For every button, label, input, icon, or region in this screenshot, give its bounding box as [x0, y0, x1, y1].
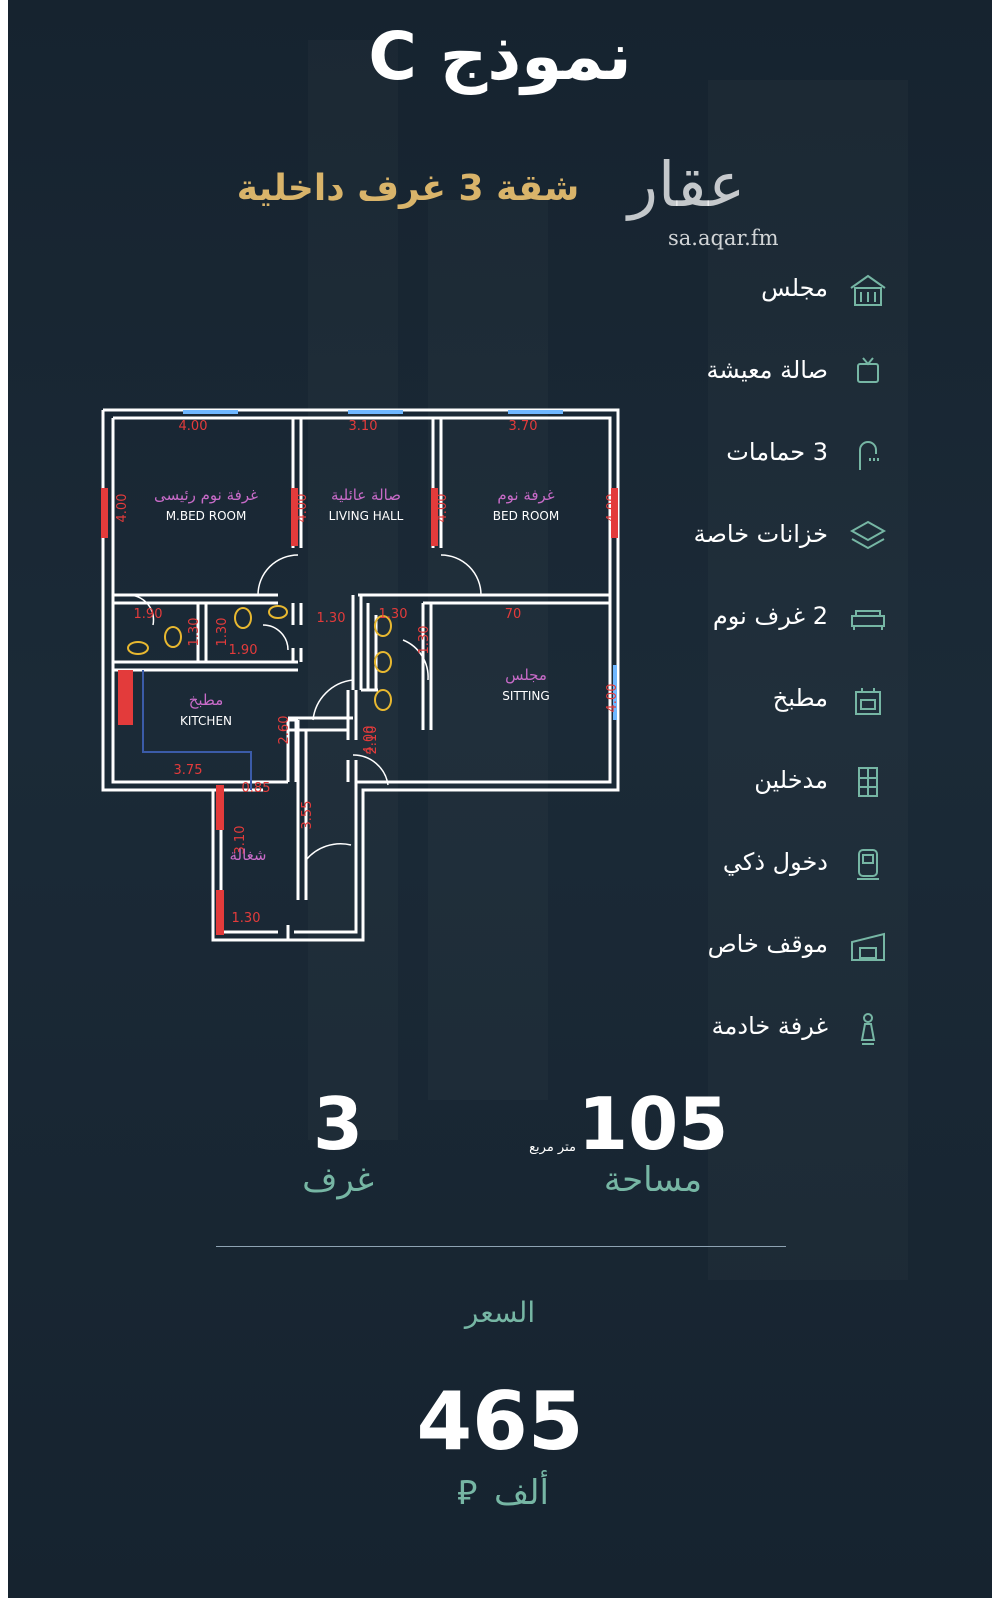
feature-item: 3 حمامات	[648, 434, 898, 474]
plan-dimension: 3.55	[300, 801, 315, 830]
doors-icon	[848, 764, 888, 800]
feature-label: 3 حمامات	[726, 438, 828, 466]
room-label-en: SITTING	[502, 689, 549, 703]
layers-icon	[848, 518, 888, 554]
plan-dimension: 4.00	[362, 726, 377, 755]
plan-dimension: 4.00	[295, 494, 310, 523]
room-label-ar: شغالة	[230, 846, 267, 864]
price-label: السعر	[464, 1296, 536, 1329]
room-label-en: LIVING HALL	[329, 509, 404, 523]
area-label: مساحة	[603, 1160, 703, 1200]
smart-lock-icon	[848, 846, 888, 882]
room-label-ar: مطبخ	[189, 691, 224, 709]
plan-dimension: 4.00	[605, 684, 620, 713]
tv-icon	[848, 354, 888, 390]
plan-dimension: 4.00	[115, 494, 130, 523]
plan-dimension: 1.30	[417, 626, 432, 655]
feature-item: خزانات خاصة	[648, 516, 898, 556]
plan-dimension: 1.30	[187, 618, 202, 647]
room-label-ar: غرفة نوم رئيسى	[154, 486, 258, 504]
feature-item: موقف خاص	[648, 926, 898, 966]
bed-icon	[848, 600, 888, 636]
area-unit: متر مربع	[529, 1140, 576, 1155]
rooms-label: غرف	[302, 1160, 374, 1200]
kitchen-icon	[848, 682, 888, 718]
plan-dimension: 70	[505, 607, 522, 622]
feature-label: مطبخ	[772, 684, 828, 712]
feature-label: صالة معيشة	[706, 356, 828, 384]
feature-item: مطبخ	[648, 680, 898, 720]
room-label-en: BED ROOM	[493, 509, 559, 523]
feature-item: دخول ذكي	[648, 844, 898, 884]
brochure-poster: نموذج C شقة 3 غرف داخلية عقار sa.aqar.fm…	[8, 0, 992, 1598]
plan-dimension: 3.10	[233, 826, 248, 855]
room-label-en: KITCHEN	[180, 714, 232, 728]
divider	[216, 1246, 786, 1247]
watermark-url: sa.aqar.fm	[668, 226, 779, 250]
page-subtitle: شقة 3 غرف داخلية	[236, 168, 580, 209]
feature-label: خزانات خاصة	[693, 520, 828, 548]
feature-label: مدخلين	[754, 766, 828, 794]
plan-dimension: 1.30	[379, 607, 408, 622]
plan-dimension: 3.75	[174, 763, 203, 778]
plan-dimension: 1.30	[232, 911, 261, 926]
plan-dimension: 4.00	[179, 419, 208, 434]
feature-label: مجلس	[761, 274, 828, 302]
room-label-ar: غرفة نوم	[497, 486, 554, 504]
plan-dimension: 0.85	[242, 781, 271, 796]
plan-dimension: 4.00	[435, 494, 450, 523]
feature-label: دخول ذكي	[722, 848, 828, 876]
maid-icon	[848, 1010, 888, 1046]
feature-item: 2 غرف نوم	[648, 598, 898, 638]
shower-icon	[848, 436, 888, 472]
feature-item: مجلس	[648, 270, 898, 310]
feature-label: موقف خاص	[707, 930, 828, 958]
plan-dimension: 1.30	[317, 611, 346, 626]
garage-icon	[848, 928, 888, 964]
feature-item: مدخلين	[648, 762, 898, 802]
plan-dimension: 1.90	[134, 607, 163, 622]
plan-dimension: 3.10	[349, 419, 378, 434]
majlis-house-icon	[848, 272, 888, 308]
plan-dimension: 1.30	[215, 618, 230, 647]
feature-item: صالة معيشة	[648, 352, 898, 392]
watermark-logo: عقار	[628, 148, 746, 221]
price-value: 465	[416, 1375, 584, 1468]
plan-dimension: 3.70	[509, 419, 538, 434]
room-label-ar: صالة عائلية	[331, 486, 401, 504]
room-label-ar: مجلس	[505, 666, 547, 684]
plan-dimension: 4.00	[605, 494, 620, 523]
price-currency: ألف ⃁	[456, 1473, 549, 1513]
feature-label: غرفة خادمة	[711, 1012, 828, 1040]
feature-item: غرفة خادمة	[648, 1008, 898, 1048]
rooms-value: 3	[312, 1082, 364, 1166]
room-label-en: M.BED ROOM	[166, 509, 247, 523]
page-title: نموذج C	[368, 18, 632, 95]
plan-dimension: 2.10	[365, 726, 380, 755]
plan-dimension: 1.90	[229, 643, 258, 658]
feature-label: 2 غرف نوم	[712, 602, 828, 630]
plan-dimension: 2.60	[277, 716, 292, 745]
area-value: 105	[578, 1082, 729, 1166]
